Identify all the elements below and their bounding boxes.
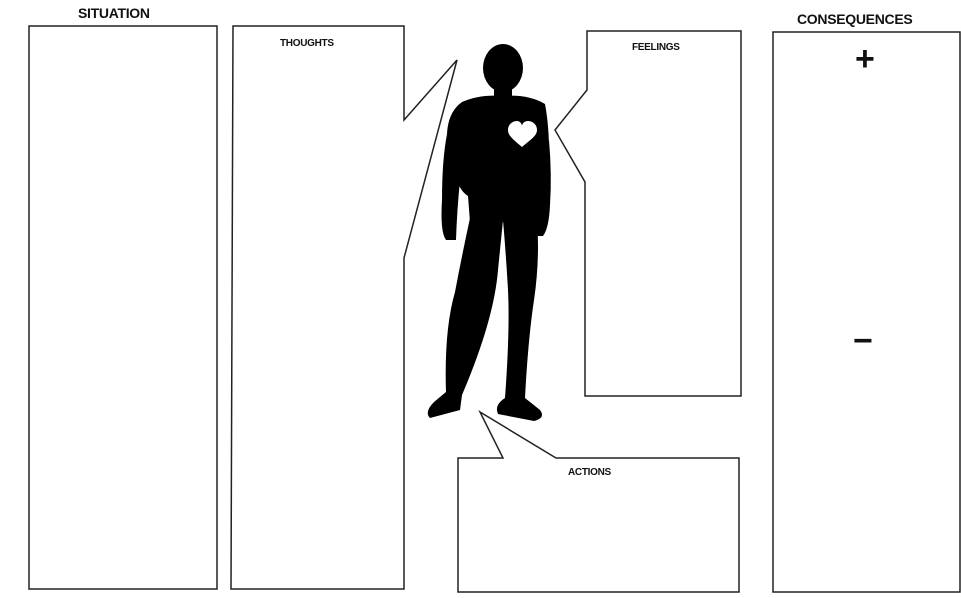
feelings-label: FEELINGS xyxy=(632,42,680,53)
positive-sign: + xyxy=(855,42,875,76)
thoughts-label: THOUGHTS xyxy=(280,38,334,49)
thoughts-box xyxy=(231,26,457,589)
negative-sign: − xyxy=(853,324,873,358)
feelings-box xyxy=(555,31,741,396)
consequences-box xyxy=(773,32,960,592)
situation-label: SITUATION xyxy=(78,5,150,21)
actions-box xyxy=(458,412,739,592)
situation-box xyxy=(29,26,217,589)
consequences-label: CONSEQUENCES xyxy=(797,11,912,27)
actions-label: ACTIONS xyxy=(568,467,611,478)
